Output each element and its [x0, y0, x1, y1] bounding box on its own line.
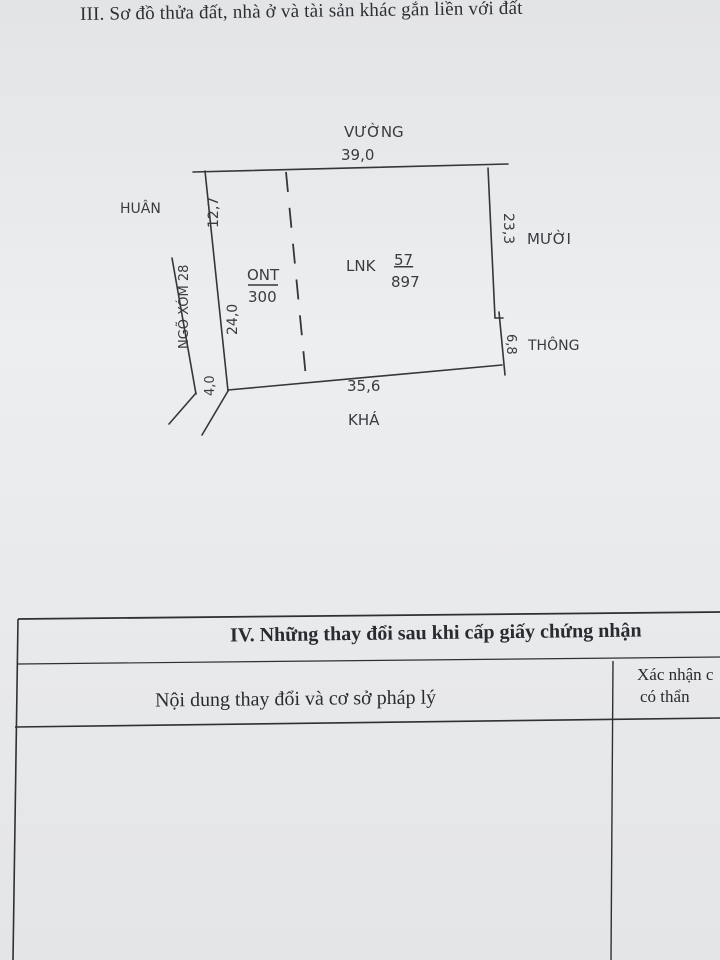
west-boundary-line: [204, 170, 229, 392]
column-header-confirmation-line1: Xác nhận c: [637, 665, 714, 684]
parcel-number: 57: [394, 251, 413, 269]
road-edge-line: [201, 390, 229, 436]
table-header-underline: [14, 717, 720, 728]
neighbor-east: MƯỜI: [527, 229, 571, 248]
north-boundary-line: [192, 163, 509, 173]
parcel-area: 897: [391, 273, 420, 291]
road-side-line: [171, 257, 197, 395]
column-header-content: Nội dung thay đổi và cơ sở pháp lý: [154, 686, 437, 712]
table-left-border: [12, 618, 19, 960]
east-lower-boundary-line: [498, 311, 506, 376]
south-boundary-line: [227, 364, 503, 391]
east-upper-length: 23,3: [500, 213, 516, 244]
column-header-confirmation-line2: có thẩn: [640, 687, 690, 706]
neighbor-west: HUÂN: [120, 199, 161, 217]
neighbor-south: KHÁ: [348, 410, 380, 429]
east-lower-length: 6,8: [503, 334, 518, 355]
east-upper-boundary-line: [487, 167, 496, 319]
column-header-confirmation: Xác nhận c có thẩn: [637, 664, 720, 708]
table-top-border: [17, 611, 720, 620]
table-column-divider: [610, 660, 614, 960]
neighbor-north: VƯỜNG: [344, 122, 404, 141]
north-edge-length: 39,0: [341, 146, 374, 164]
south-edge-length: 35,6: [347, 377, 380, 395]
parcel-label: LNK: [346, 257, 377, 275]
table-title-underline: [17, 656, 720, 665]
west-lower-length: 24,0: [225, 304, 241, 335]
zone-code: ONT: [247, 266, 280, 284]
neighbor-east-lower: THÔNG: [527, 336, 579, 354]
road-edge-line-2: [168, 392, 197, 425]
road-name: NGÕ XÓM 28: [176, 265, 192, 349]
land-plot-diagram: VƯỜNG 39,0 HUÂN MƯỜI THÔNG KHÁ 35,6 23,3…: [120, 122, 579, 436]
zone-area: 300: [248, 288, 277, 306]
west-upper-length: 12,7: [206, 197, 222, 228]
road-width: 4,0: [203, 375, 218, 396]
